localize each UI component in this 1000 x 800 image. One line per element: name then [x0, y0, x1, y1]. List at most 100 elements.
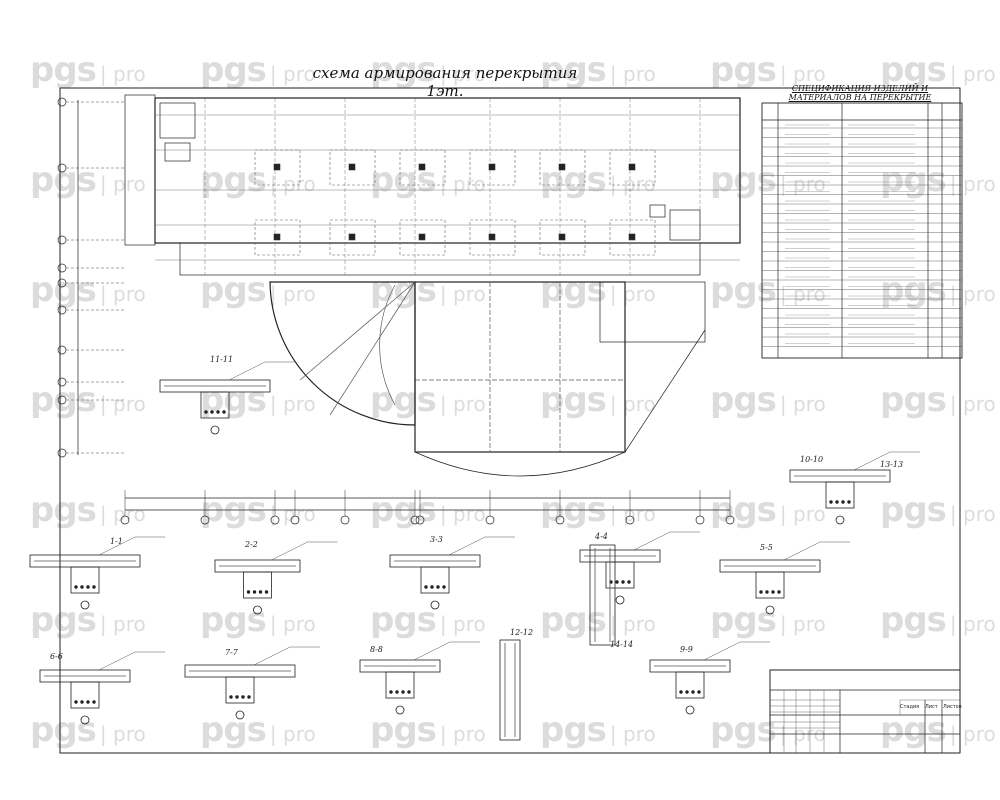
- section-axis-marker: [765, 605, 775, 615]
- stair-opening-1: [159, 102, 196, 139]
- section-axis-marker: [685, 705, 695, 715]
- section-label: 8-8: [370, 645, 383, 654]
- wall-section: [499, 639, 521, 741]
- axis-marker: [57, 448, 67, 458]
- axis-marker: [695, 515, 705, 525]
- column: [273, 163, 281, 171]
- axis-marker: [340, 515, 350, 525]
- beam-section: [70, 566, 100, 594]
- axis-marker: [415, 515, 425, 525]
- section-label: 9-9: [680, 645, 693, 654]
- spec-table-outline: [761, 102, 963, 359]
- axis-marker: [57, 163, 67, 173]
- column-zone: [329, 149, 376, 186]
- lower-slab-strip: [179, 242, 701, 276]
- column-zone: [609, 149, 656, 186]
- axis-marker: [270, 515, 280, 525]
- column-zone: [329, 219, 376, 256]
- column: [273, 233, 281, 241]
- axis-marker: [57, 305, 67, 315]
- column: [348, 163, 356, 171]
- beam-section: [755, 571, 785, 599]
- column: [628, 163, 636, 171]
- axis-marker: [57, 345, 67, 355]
- title-block-sheet-label: Лист: [925, 704, 938, 710]
- axis-marker: [57, 377, 67, 387]
- axis-marker: [57, 263, 67, 273]
- title-block-sheets-label: Листов: [943, 704, 962, 710]
- section-label: 13-13: [880, 460, 904, 469]
- section-label: 2-2: [245, 540, 258, 549]
- beam-section: [825, 481, 855, 509]
- beam-section: [243, 571, 272, 599]
- left-wing-outline: [124, 94, 156, 246]
- stair-opening-2: [164, 142, 191, 162]
- axis-marker: [57, 235, 67, 245]
- wall-section: [589, 544, 616, 646]
- bottom-arc: [414, 451, 626, 477]
- axis-marker: [290, 515, 300, 525]
- diagonal-edge: [624, 329, 706, 453]
- axis-marker: [200, 515, 210, 525]
- drawing-title: схема армирования перекрытия 1эт.: [312, 64, 578, 100]
- axis-marker: [410, 515, 420, 525]
- title-block-outline: [769, 669, 961, 754]
- section-label: 7-7: [225, 648, 238, 657]
- section-label: 6-6: [50, 652, 63, 661]
- title-block-stage-label: Стадия: [900, 704, 920, 710]
- beam-section: [200, 391, 230, 419]
- column-zone: [399, 149, 446, 186]
- column-zone: [469, 219, 516, 256]
- axis-marker: [120, 515, 130, 525]
- beam-section: [385, 671, 415, 699]
- column-zone: [254, 219, 301, 256]
- column: [558, 233, 566, 241]
- column-zone: [469, 149, 516, 186]
- column-zone: [609, 219, 656, 256]
- column: [488, 163, 496, 171]
- axis-marker: [485, 515, 495, 525]
- beam-section: [605, 561, 635, 589]
- section-label: 3-3: [430, 535, 443, 544]
- axis-marker: [57, 97, 67, 107]
- column: [558, 163, 566, 171]
- column: [488, 233, 496, 241]
- section-label: 1-1: [110, 537, 123, 546]
- section-axis-marker: [235, 710, 245, 720]
- section-label: 11-11: [210, 355, 234, 364]
- section-label: 12-12: [510, 628, 534, 637]
- axis-marker: [57, 278, 67, 288]
- column-zone: [399, 219, 446, 256]
- beam-section: [70, 681, 100, 709]
- section-label: 5-5: [760, 543, 773, 552]
- beam-section: [675, 671, 705, 699]
- specification-title: СПЕЦИФИКАЦИЯ ИЗДЕЛИЙ И МАТЕРИАЛОВ НА ПЕР…: [788, 84, 932, 102]
- section-axis-marker: [210, 425, 220, 435]
- column: [628, 233, 636, 241]
- section-axis-marker: [395, 705, 405, 715]
- quarter-circle-slab: [269, 281, 416, 426]
- beam-section: [420, 566, 450, 594]
- axis-marker: [555, 515, 565, 525]
- column: [418, 233, 426, 241]
- section-axis-marker: [615, 595, 625, 605]
- section-axis-marker: [430, 600, 440, 610]
- right-block-outline: [599, 281, 706, 343]
- axis-marker: [57, 395, 67, 405]
- column: [348, 233, 356, 241]
- central-block-outline: [414, 281, 626, 453]
- column-zone: [539, 149, 586, 186]
- section-label: 4-4: [595, 532, 608, 541]
- column-zone: [254, 149, 301, 186]
- section-axis-marker: [80, 715, 90, 725]
- section-axis-marker: [835, 515, 845, 525]
- axis-marker: [625, 515, 635, 525]
- vent-opening: [649, 204, 666, 218]
- axis-marker: [725, 515, 735, 525]
- section-label: 10-10: [800, 455, 824, 464]
- column-zone: [539, 219, 586, 256]
- column: [418, 163, 426, 171]
- section-axis-marker: [80, 600, 90, 610]
